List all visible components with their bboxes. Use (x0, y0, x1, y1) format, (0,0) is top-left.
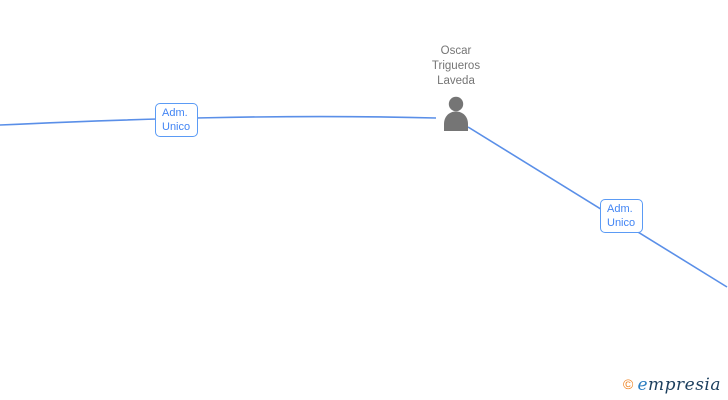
watermark-brand-rest: mpresia (648, 375, 721, 395)
watermark-brand-first-letter: e (637, 375, 648, 395)
edge-left-admin (0, 115, 437, 126)
person-name-line: Oscar (440, 45, 472, 57)
edge-label-adm-unico-right: Adm. Unico (600, 199, 643, 233)
empresia-watermark: © empresia (623, 375, 721, 395)
person-name-line: Trigueros (431, 60, 481, 72)
person-name-line: Laveda (437, 75, 475, 87)
edge-label-adm-unico-left: Adm. Unico (155, 103, 198, 137)
edge-label-line: Adm. (607, 203, 633, 215)
edge-label-line: Unico (162, 121, 191, 133)
person-name-label: Oscar Trigueros Laveda (384, 44, 528, 89)
copyright-icon: © (622, 376, 634, 392)
edge-label-line: Adm. (162, 107, 188, 119)
edge-label-line: Unico (607, 217, 636, 229)
person-node-oscar-trigueros-laveda[interactable]: Oscar Trigueros Laveda (384, 44, 528, 136)
person-silhouette-icon[interactable] (440, 96, 472, 131)
edge-right-admin (467, 126, 728, 288)
